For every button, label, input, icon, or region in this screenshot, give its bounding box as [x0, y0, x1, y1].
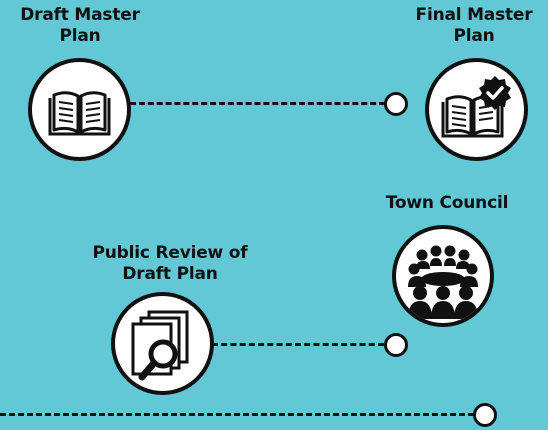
timeline-end-node — [473, 403, 497, 427]
open-book-icon — [32, 62, 127, 157]
final-plan-node — [384, 92, 408, 116]
final-master-plan-label-line1: Final Master — [415, 5, 533, 25]
final-master-plan-label-line2: Plan — [453, 26, 495, 46]
document-search-icon — [115, 296, 210, 391]
town-council-label: Town Council — [370, 193, 524, 214]
draft-to-final-connector — [130, 102, 385, 105]
town-council-badge — [392, 225, 494, 327]
town-council-label-line1: Town Council — [385, 193, 509, 213]
draft-master-plan-label-line2: Plan — [59, 26, 101, 46]
timeline-bottom-connector — [0, 413, 474, 416]
public-review-label-line2: Draft Plan — [122, 264, 218, 284]
public-review-badge — [111, 292, 214, 395]
final-master-plan-label: Final Master Plan — [400, 5, 548, 47]
public-review-label-line1: Public Review of — [92, 243, 248, 263]
approved-book-icon — [429, 62, 524, 157]
town-council-node — [384, 333, 408, 357]
draft-master-plan-label: Draft Master Plan — [2, 5, 158, 47]
draft-master-plan-badge — [28, 58, 131, 161]
public-review-label: Public Review of Draft Plan — [80, 243, 260, 285]
council-meeting-icon — [396, 229, 490, 323]
review-to-council-connector — [212, 343, 384, 346]
final-master-plan-badge — [425, 58, 528, 161]
draft-master-plan-label-line1: Draft Master — [20, 5, 140, 25]
